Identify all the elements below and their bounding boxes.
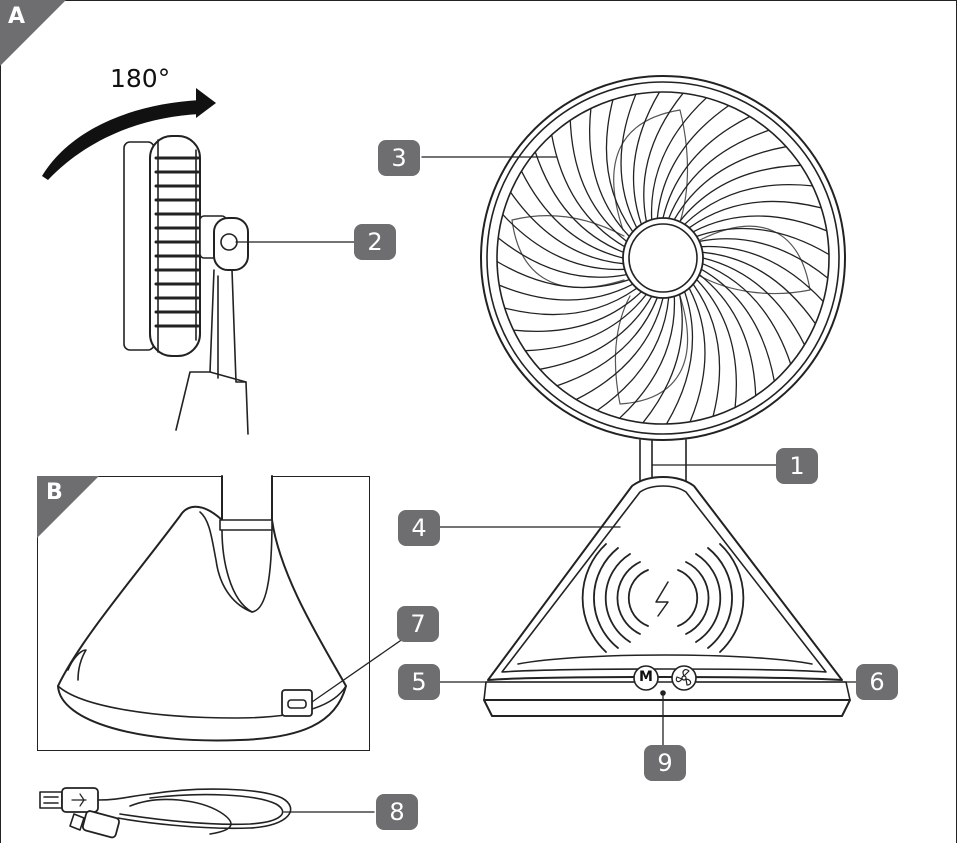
grille-spoke <box>702 257 806 346</box>
grille-spoke <box>618 295 676 419</box>
mode-button <box>633 665 659 691</box>
grille-spoke <box>575 297 664 401</box>
grille-spoke <box>698 238 829 279</box>
grille-spoke <box>692 283 721 417</box>
grille-spoke <box>509 191 625 265</box>
wireless-charging-icon <box>581 543 745 653</box>
grille-spoke <box>683 184 814 225</box>
mode-button-letter: M <box>639 669 653 685</box>
grille-spoke <box>698 273 757 397</box>
grille-spoke <box>700 268 775 382</box>
grille-spoke <box>700 245 824 303</box>
grille-spoke <box>692 215 828 233</box>
leader-lines <box>235 156 857 813</box>
grille-spoke <box>605 99 634 233</box>
grille-spoke <box>524 293 648 352</box>
grille-spoke <box>701 263 792 365</box>
panel-b-corner-tab <box>37 476 99 538</box>
callout-7: 7 <box>397 606 439 642</box>
grille-spoke <box>642 293 683 424</box>
side-view-fan <box>123 135 249 435</box>
callout-4: 4 <box>398 510 440 546</box>
callout-1: 1 <box>776 448 818 484</box>
grille-spoke <box>688 200 822 229</box>
callout-8: 8 <box>376 794 418 830</box>
rotation-arrow <box>42 88 216 180</box>
callout-6: 6 <box>856 664 898 700</box>
grille-spoke <box>688 287 706 423</box>
base-cone-front <box>483 476 851 717</box>
grille-spoke <box>497 237 628 278</box>
grille-spoke <box>643 92 684 223</box>
front-fan-head <box>480 75 846 441</box>
grille-spoke <box>596 296 670 412</box>
grille-spoke <box>696 278 737 409</box>
grille-spoke <box>556 296 658 387</box>
base-close-up <box>57 475 347 742</box>
grille-spoke <box>569 119 628 243</box>
grille-spoke <box>665 291 694 425</box>
panel-b-frame <box>37 476 370 751</box>
grille-spoke <box>512 291 643 332</box>
grille-spoke <box>678 164 802 223</box>
grille-spoke <box>589 107 630 238</box>
panel-a-corner-tab <box>0 0 66 66</box>
grille-spoke <box>502 213 626 271</box>
grille-spoke <box>696 227 830 256</box>
usb-cable <box>39 787 292 839</box>
grille-spoke <box>539 295 653 370</box>
grille-spoke <box>620 93 638 229</box>
grille-spoke <box>656 104 730 220</box>
grille-spoke <box>551 134 626 248</box>
callout-2: 2 <box>354 224 396 260</box>
grille-spoke <box>520 170 624 259</box>
callout-3: 3 <box>378 140 420 176</box>
grille-spoke <box>662 115 751 219</box>
usb-c-port <box>281 689 313 717</box>
grille-spoke <box>504 287 638 316</box>
grille-spoke <box>701 251 817 325</box>
grille-spoke <box>632 91 661 225</box>
grille-spoke <box>498 283 634 301</box>
callout-5: 5 <box>398 664 440 700</box>
callout-9: 9 <box>644 745 686 781</box>
fan-symbol-icon <box>675 669 692 686</box>
panel-a-label: A <box>8 4 26 29</box>
grille-spoke <box>496 260 630 289</box>
grille-spoke <box>650 97 708 221</box>
grille-spoke <box>668 129 770 220</box>
rotation-label: 180° <box>110 64 171 93</box>
panel-b-label: B <box>46 480 63 505</box>
grille-spoke <box>534 151 625 253</box>
grille-spoke <box>673 146 787 221</box>
